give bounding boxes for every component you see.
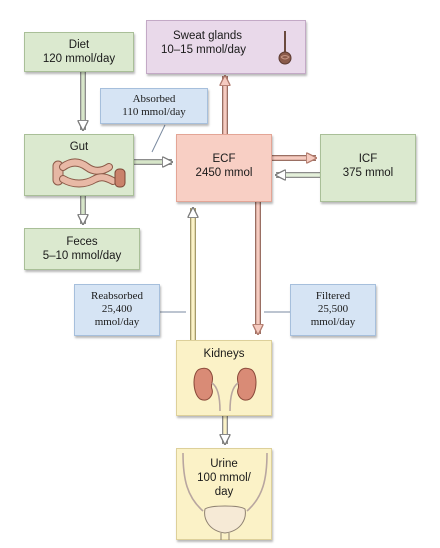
gut-box: Gut (24, 134, 134, 196)
filtered-unit: mmol/day (310, 316, 356, 328)
intestine-icon (52, 158, 126, 188)
urine-box: Urine 100 mmol/ day (176, 448, 272, 540)
reabsorbed-callout: Reabsorbed 25,400 mmol/day (74, 284, 160, 336)
absorbed-callout-pointer (151, 124, 166, 153)
absorbed-label: Absorbed (132, 93, 176, 105)
bladder-icon (182, 452, 268, 540)
reabsorbed-value: 25,400 (101, 303, 133, 315)
diet-box: Diet 120 mmol/day (24, 32, 134, 72)
icf-title: ICF (358, 153, 378, 165)
diet-value: 120 mmol/day (42, 53, 116, 65)
urine-value: 100 mmol/ (197, 472, 251, 484)
filtered-label: Filtered (315, 290, 351, 302)
ecf-box: ECF 2450 mmol (176, 134, 272, 202)
feces-value: 5–10 mmol/day (42, 250, 122, 262)
absorbed-value: 110 mmol/day (122, 106, 186, 118)
gut-title: Gut (69, 141, 89, 153)
sweat-gland-icon (278, 31, 292, 65)
feces-title: Feces (66, 236, 98, 248)
reabsorbed-label: Reabsorbed (91, 290, 143, 302)
filtered-value: 25,500 (317, 303, 349, 315)
sweat-glands-value: 10–15 mmol/day (161, 44, 247, 56)
icf-box: ICF 375 mmol (320, 134, 416, 202)
feces-box: Feces 5–10 mmol/day (24, 228, 140, 270)
diet-title: Diet (68, 39, 90, 51)
urine-unit: day (214, 486, 234, 498)
ecf-value: 2450 mmol (195, 167, 253, 179)
icf-value: 375 mmol (342, 167, 394, 179)
reabsorbed-unit: mmol/day (94, 316, 140, 328)
kidneys-title: Kidneys (203, 348, 245, 360)
sweat-glands-box: Sweat glands 10–15 mmol/day (146, 20, 306, 74)
filtered-callout: Filtered 25,500 mmol/day (290, 284, 376, 336)
kidney-icon (193, 367, 257, 412)
sweat-glands-title: Sweat glands (173, 30, 243, 42)
absorbed-callout: Absorbed 110 mmol/day (100, 88, 208, 124)
urine-title: Urine (210, 458, 238, 470)
ecf-title: ECF (212, 153, 236, 165)
kidneys-box: Kidneys (176, 340, 272, 416)
